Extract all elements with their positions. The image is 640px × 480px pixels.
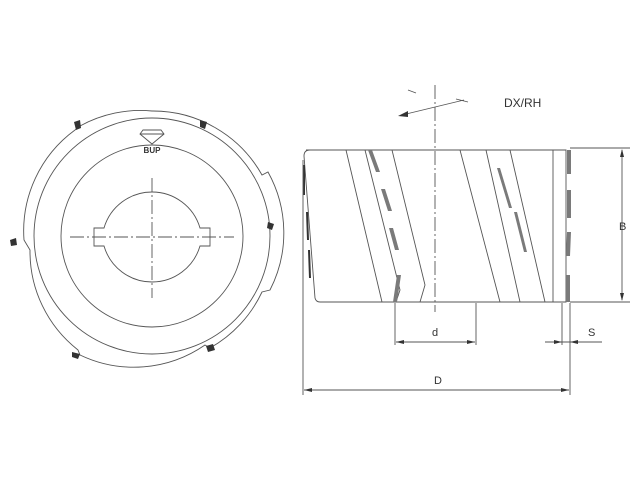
inner-ring: [33, 117, 271, 355]
body-circle: [60, 144, 244, 328]
flutes: [345, 149, 554, 303]
side-view: DX/RH B d S: [302, 85, 630, 395]
logo-text: BUP: [144, 146, 162, 155]
diamond-icon: [139, 129, 165, 145]
rotation-label: DX/RH: [504, 96, 541, 110]
dimension-d-label: d: [432, 327, 438, 339]
insert-row-3: [566, 150, 571, 302]
outer-contour: [23, 110, 285, 368]
logo: BUP: [139, 129, 165, 155]
dimension-d-bore: d: [394, 303, 477, 345]
insert-marks: [10, 120, 274, 359]
dimension-big-d-label: D: [434, 375, 442, 387]
front-view: BUP: [10, 110, 285, 368]
arrow-head: [398, 111, 408, 117]
dimension-s: S: [545, 303, 602, 345]
hub-with-keyways: [93, 191, 211, 283]
insert-row-left: [303, 165, 311, 278]
dimension-b-label: B: [619, 221, 626, 233]
rotation-arrow-icon: [401, 89, 469, 116]
cylinder-outline: [303, 149, 567, 303]
dimension-s-label: S: [588, 327, 595, 339]
insert-row-2: [497, 168, 527, 252]
dimension-b: B: [570, 147, 630, 303]
dimension-big-d: D: [302, 160, 571, 395]
insert-row-1: [368, 150, 401, 302]
